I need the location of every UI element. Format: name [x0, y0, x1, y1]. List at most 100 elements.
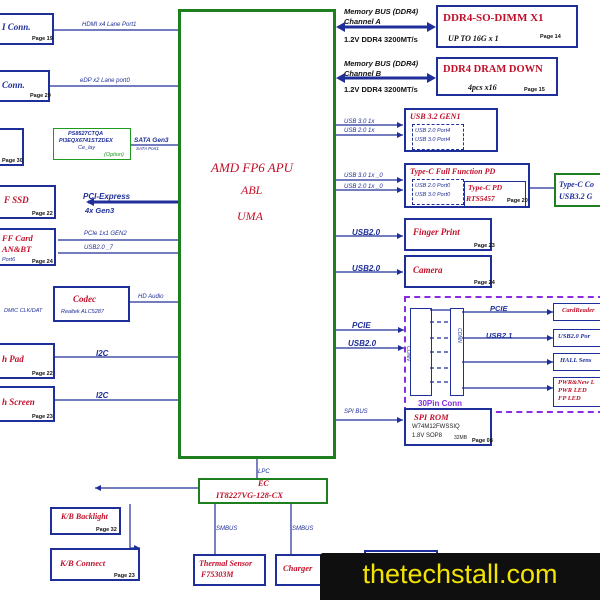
fingerprint-block: Finger Print Page 23 — [404, 218, 495, 251]
led-label-3: FP LED — [558, 395, 581, 402]
apu-block: AMD FP6 APU ABL UMA — [178, 9, 336, 459]
typec-pd-box: Type-C PD RTS5457 Page 20 — [464, 181, 528, 208]
camera-block: Camera Page 24 — [404, 255, 495, 288]
apu-line2: ABL — [241, 183, 263, 197]
kb-backlight-block: K/B Backlight Page 32 — [50, 507, 121, 535]
ssd-bus-label: PCI-Express — [83, 192, 131, 201]
touchpad-page: Page 22 — [32, 371, 53, 377]
codec-block: Codec Realtek ALC5287 — [53, 286, 130, 322]
codec-bus-label: HD Audio — [138, 294, 164, 300]
typec-connector-title: Type-C Co — [559, 180, 595, 189]
thermal-chip: F75303M — [201, 570, 234, 579]
watermark-text: thetechstall.com — [362, 559, 558, 589]
dram-channel-label: Channel B — [344, 69, 382, 78]
redriver-ce-lay: Ce_lay — [78, 145, 96, 151]
fingerprint-title: Finger Print — [413, 227, 460, 237]
spi-rom-size: 32MB — [454, 435, 468, 441]
conn30-label: 30Pin Conn — [418, 399, 463, 408]
fingerprint-page: Page 23 — [474, 243, 495, 249]
sodimm-title: DDR4-SO-DIMM X1 — [443, 12, 544, 24]
ec-block: EC IT8227VG-128-CX — [198, 478, 328, 504]
typec-bus-1: USB 3.0 1x _0 — [344, 173, 383, 179]
touchpad-block: h Pad Page 22 — [0, 343, 55, 379]
hall-sensor-block: HALL Sens — [553, 353, 600, 371]
lpc-label: LPC — [258, 469, 270, 475]
redriver-chip-2: PI3EQX6741STZDEX — [59, 138, 113, 144]
typec-bus-2: USB 2.0 1x _0 — [344, 184, 383, 190]
hdmi-page: Page 19 — [32, 36, 53, 42]
led-label-2: PWR LED — [558, 387, 587, 394]
sodimm-block: DDR4-SO-DIMM X1 UP TO 16G x 1 Page 14 — [436, 5, 578, 48]
touchpad-title: h Pad — [2, 354, 24, 364]
typec-port-box — [412, 179, 464, 205]
apu-title: AMD FP6 APU — [211, 160, 294, 175]
conn30-inner-usb: USB2.1 — [486, 331, 513, 340]
wlan-port: Port6 — [2, 257, 16, 263]
usb32-bus-2: USB 2.0 1x — [344, 128, 375, 134]
sata-redriver-block: PS8527CTQA PI3EQX6741STZDEX Ce_lay (Opti… — [53, 128, 131, 160]
thermal-sensor-block: Thermal Sensor F75303M — [193, 554, 266, 586]
conn30-inner-pcie: PCIE — [490, 304, 508, 313]
usb20-port-block: USB2.0 Por — [553, 329, 600, 347]
kb-connect-page: Page 23 — [114, 573, 135, 579]
conn30-pcie-label: PCIE — [352, 321, 371, 330]
smbus-label-2: SMBUS — [292, 526, 314, 532]
kb-backlight-title: K/B Backlight — [61, 512, 108, 521]
ssd-bus-label-2: 4x Gen3 — [85, 206, 115, 215]
hdmi-bus-label: HDMI x4 Lane Port1 — [82, 22, 137, 28]
spi-rom-title: SPI ROM — [414, 412, 449, 422]
conn30-left-connector — [410, 308, 432, 396]
wlan-page: Page 24 — [32, 259, 53, 265]
dram-speed-label: 1.2V DDR4 3200MT/s — [344, 85, 418, 94]
hdmi-title: I Conn. — [2, 22, 31, 32]
dram-down-block: DDR4 DRAM DOWN 4pcs x16 Page 15 — [436, 57, 558, 96]
typec-title: Type-C Full Function PD — [410, 167, 496, 176]
typec-pd-chip: RTS5457 — [466, 194, 495, 203]
hdmi-connector-block: I Conn. Page 19 — [0, 13, 54, 45]
charger-title: Charger — [283, 563, 313, 573]
usb32-title: USB 3.2 GEN1 — [410, 112, 461, 121]
usb32-port-1: USB 2.0 Port4 — [415, 128, 451, 134]
typec-port-1: USB 2.0 Port0 — [415, 183, 451, 189]
wlan-title-2: AN&BT — [2, 244, 32, 254]
ec-chip: IT8227VG-128-CX — [216, 490, 284, 500]
edp-bus-label: eDP x2 Lane port0 — [80, 78, 130, 84]
wlan-block: FF Card AN&BT Port6 Page 24 — [0, 228, 56, 266]
ssd-page: Page 22 — [32, 211, 53, 217]
edp-page: Page 20 — [30, 93, 51, 99]
cardreader-label: CardReader — [562, 307, 595, 314]
conn30-block: CONN CONN PCIE USB2.1 30Pin Conn — [404, 296, 600, 413]
redriver-option: (Option) — [104, 152, 124, 158]
redriver-chip-1: PS8527CTQA — [68, 131, 104, 137]
watermark-banner: thetechstall.com — [320, 553, 600, 600]
conn30-left-label: CONN — [405, 346, 411, 361]
ssd-block: F SSD Page 22 — [0, 185, 56, 219]
spi-rom-spec: 1.8V SOP8 — [412, 433, 443, 439]
smbus-label-1: SMBUS — [216, 526, 238, 532]
typec-block: Type-C Full Function PD USB 2.0 Port0 US… — [404, 163, 530, 208]
typec-pd-title: Type-C PD — [468, 183, 503, 192]
typec-connector-sub: USB3.2 G — [559, 192, 593, 201]
hall-sensor-label: HALL Sens — [560, 357, 592, 364]
touchscreen-block: h Screen Page 23 — [0, 386, 55, 422]
sodimm-bus-label: Memory BUS (DDR4) — [344, 7, 419, 16]
typec-connector-block: Type-C Co USB3.2 G — [554, 173, 600, 207]
sodimm-page: Page 14 — [540, 34, 561, 40]
camera-title: Camera — [413, 265, 443, 275]
conn30-right-connector — [450, 308, 464, 396]
conn30-usb-label: USB2.0 — [348, 339, 377, 348]
edp-connector-block: Conn. Page 20 — [0, 70, 51, 102]
usb32-block: USB 3.2 GEN1 USB 2.0 Port4 USB 3.0 Port4 — [404, 108, 498, 152]
cardreader-block: CardReader — [553, 303, 600, 321]
usb32-bus-1: USB 3.0 1x — [344, 119, 375, 125]
kb-backlight-page: Page 32 — [96, 527, 117, 533]
finger-bus-label: USB2.0 — [352, 228, 381, 237]
led-block: PWR&New L PWR LED FP LED — [553, 377, 600, 407]
touchscreen-title: h Screen — [2, 397, 35, 407]
touchpad-bus-label: I2C — [96, 349, 109, 358]
usb32-port-2: USB 3.0 Port4 — [415, 137, 451, 143]
dram-title: DDR4 DRAM DOWN — [443, 64, 543, 75]
spi-rom-page: Page 08 — [472, 438, 493, 444]
dram-capacity: 4pcs x16 — [468, 83, 497, 92]
typec-page: Page 20 — [507, 198, 528, 204]
